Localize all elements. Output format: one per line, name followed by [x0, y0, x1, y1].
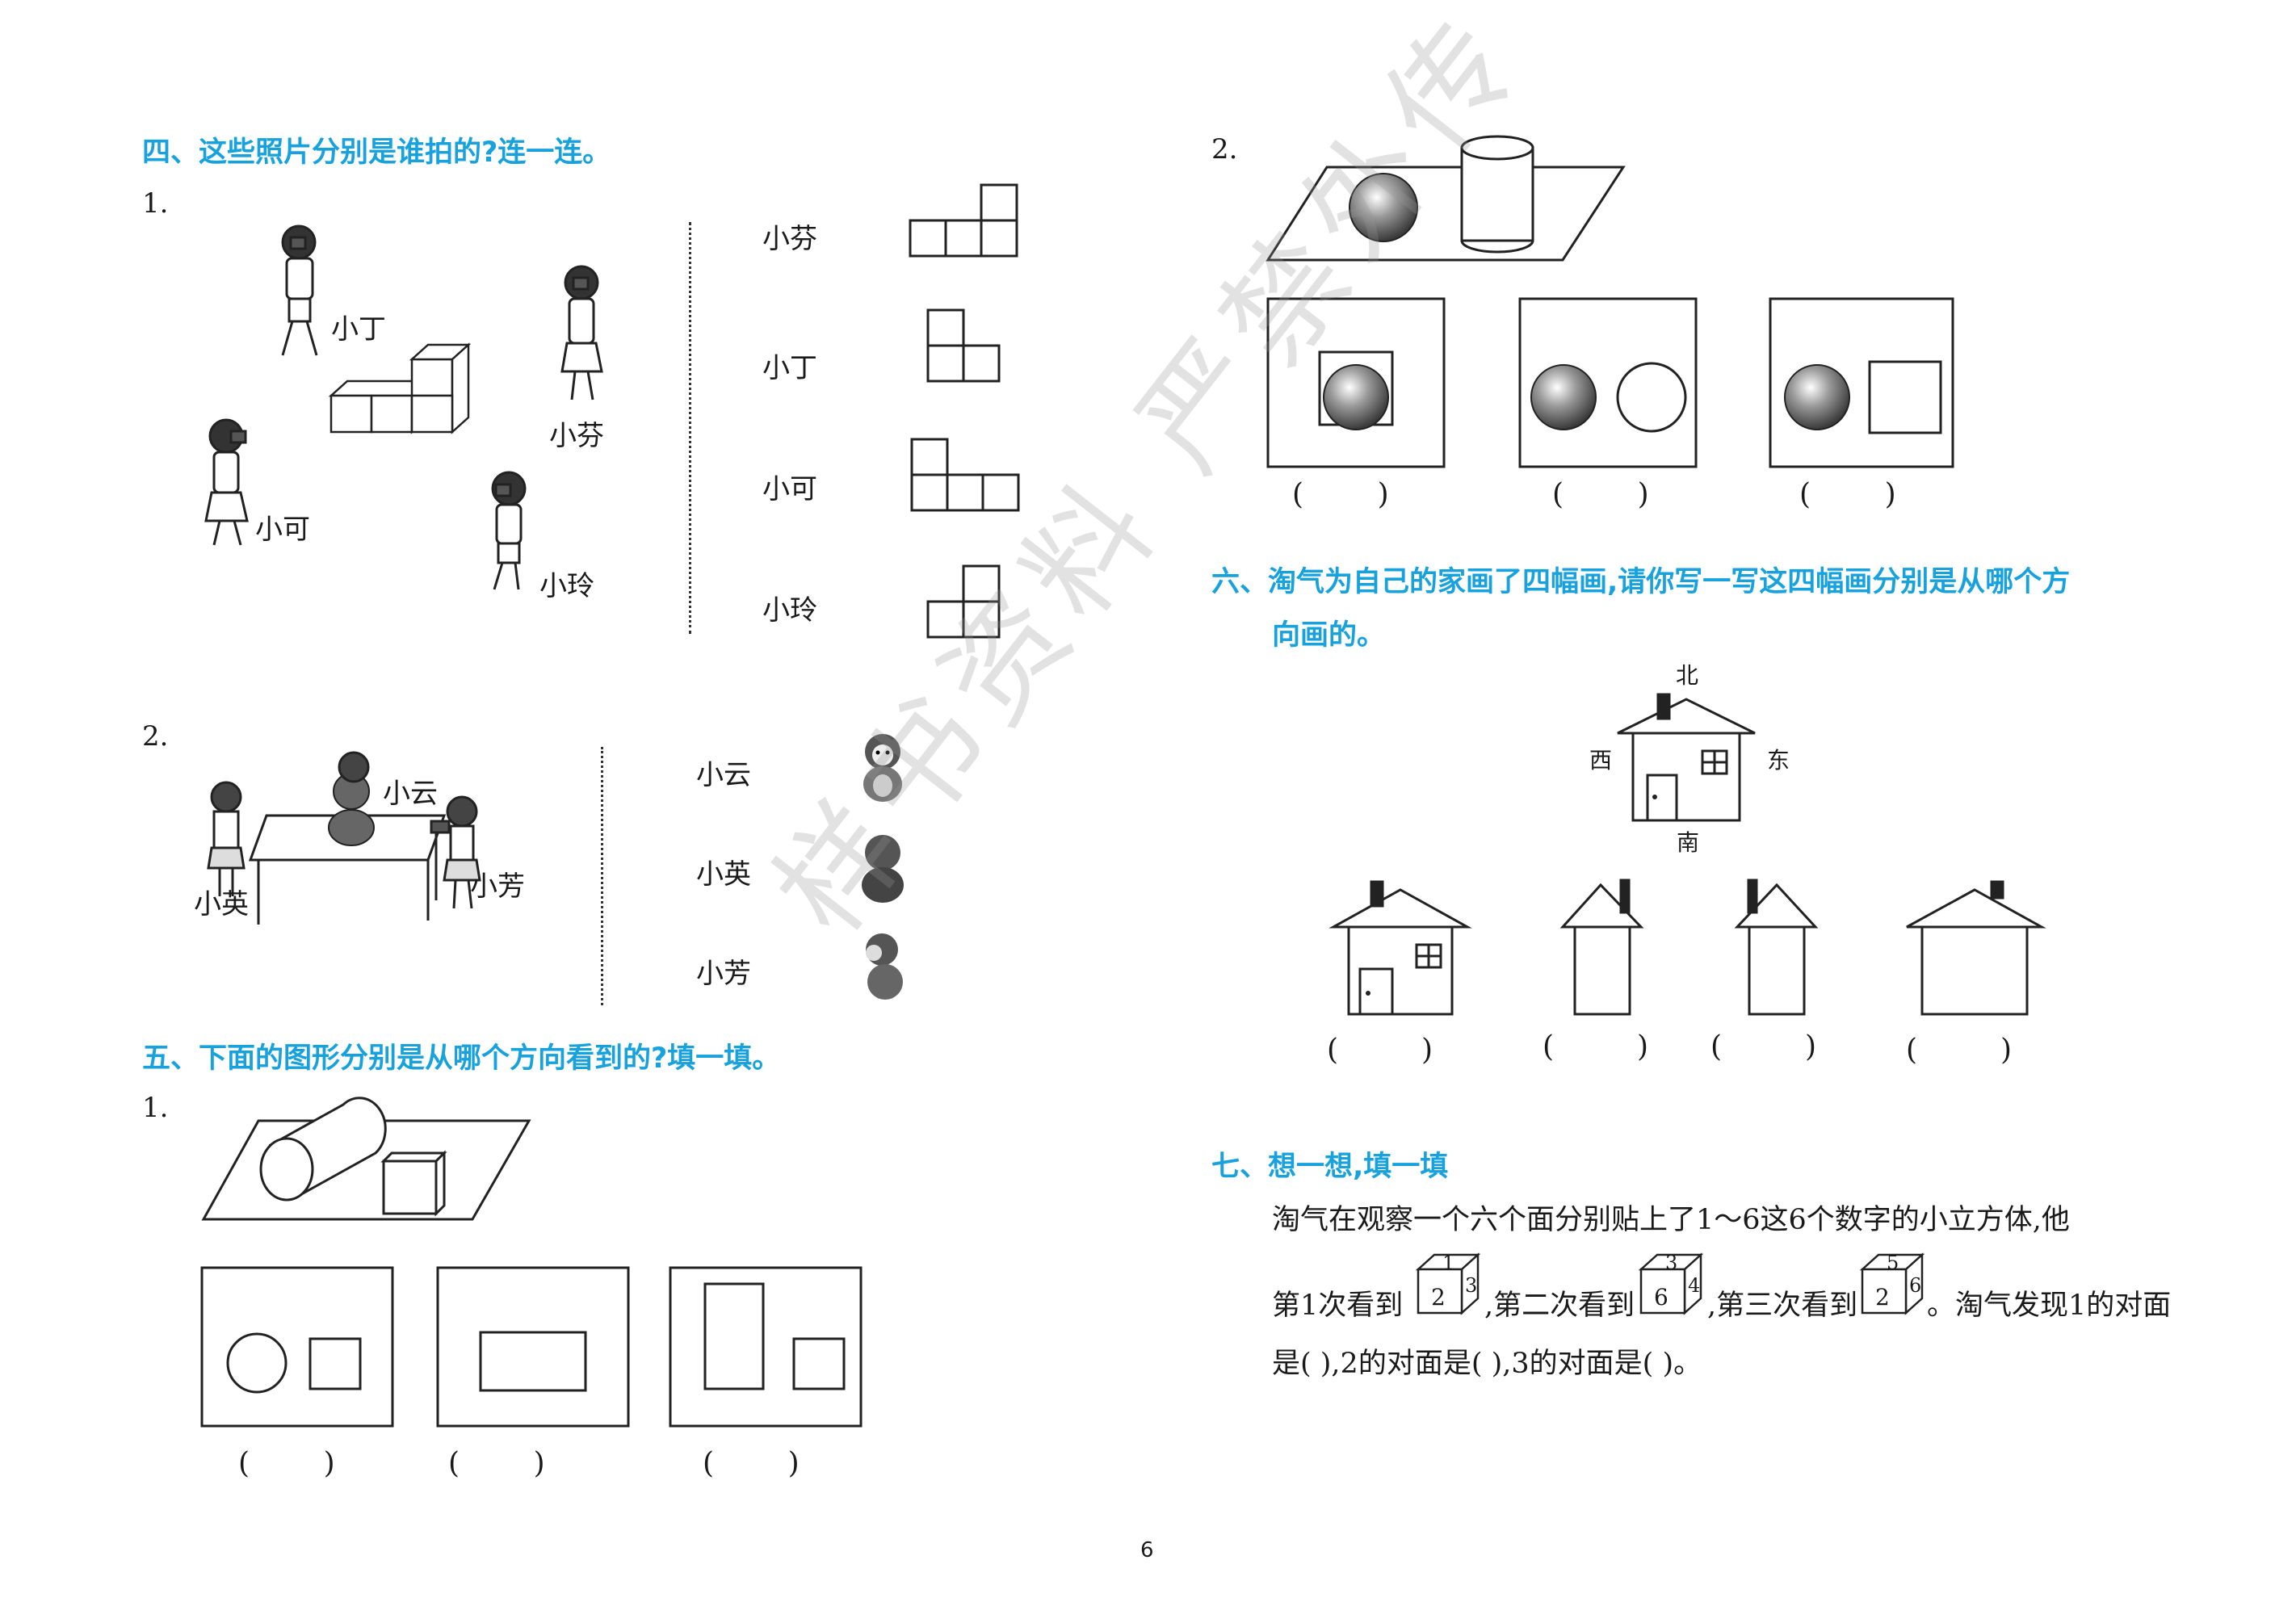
cube-diagram-1 — [1415, 1252, 1481, 1315]
view-shape — [926, 564, 1001, 639]
house-with-compass — [1617, 693, 1756, 822]
cube-face-front: 6 — [1654, 1284, 1668, 1311]
section6-heading-cont: 向画的。 — [1272, 619, 1386, 652]
answer-blank[interactable]: ( ) — [1710, 1030, 1817, 1063]
kids-around-table-illustration — [207, 751, 481, 925]
answer-blank[interactable]: ( ) — [703, 1447, 800, 1480]
kids-photographing-cubes-illustration — [204, 224, 603, 590]
cube-face-top: 3 — [1665, 1252, 1678, 1274]
section7-line2-d: 。淘气发现1的对面 — [1927, 1290, 2172, 1322]
answer-blank[interactable]: ( ) — [448, 1447, 545, 1480]
house-front-view — [1328, 880, 1472, 1016]
q5-2-number: 2. — [1211, 133, 1238, 166]
kid-figure — [560, 265, 603, 401]
view-shape — [926, 308, 1001, 383]
person-label: 小英 — [194, 888, 249, 921]
section6-heading: 六、淘气为自己的家画了四幅画,请你写一写这四幅画分别是从哪个方 — [1211, 566, 2071, 598]
cube-face-side: 3 — [1465, 1274, 1478, 1297]
section7-line2-a: 第1次看到 — [1272, 1290, 1404, 1322]
kid-figure — [281, 224, 318, 356]
answer-blank[interactable]: ( ) — [1906, 1034, 2013, 1067]
house-side-view — [1734, 879, 1819, 1016]
person-label: 小芳 — [470, 870, 525, 903]
house-back-view — [1906, 880, 2046, 1016]
section7-heading: 七、想一想,填一填 — [1211, 1151, 1449, 1183]
answer-blank[interactable]: ( ) — [1292, 478, 1389, 511]
name-option: 小英 — [696, 858, 751, 891]
q4-2-number: 2. — [142, 720, 169, 753]
kid-figure — [207, 751, 481, 909]
cube-face-front: 2 — [1431, 1284, 1446, 1311]
person-label: 小云 — [383, 778, 438, 810]
name-option: 小玲 — [762, 594, 817, 627]
view-box-2 — [436, 1266, 630, 1428]
person-label: 小丁 — [331, 313, 386, 346]
compass-west: 西 — [1589, 747, 1613, 774]
q5-1-number: 1. — [142, 1092, 169, 1124]
person-label: 小玲 — [539, 570, 594, 602]
cube-face-side: 6 — [1909, 1274, 1922, 1297]
kid-figure — [204, 418, 249, 546]
view-box-1 — [200, 1266, 394, 1428]
section5-heading: 五、下面的图形分别是从哪个方向看到的?填一填。 — [142, 1042, 781, 1075]
house-side-view — [1559, 879, 1644, 1016]
person-label: 小可 — [255, 514, 310, 546]
cylinder-and-cube-on-board — [201, 1097, 531, 1221]
view-box-4 — [1266, 297, 1446, 468]
monkey-side-view — [866, 933, 903, 1000]
cube-face-side: 4 — [1688, 1274, 1701, 1297]
answer-blank[interactable]: ( ) — [1799, 478, 1896, 511]
page-number: 6 — [1140, 1538, 1154, 1562]
view-box-3 — [669, 1266, 863, 1428]
section4-heading: 四、这些照片分别是谁拍的?连一连。 — [142, 136, 611, 169]
name-option: 小芳 — [696, 958, 751, 990]
cube-diagram-2 — [1638, 1252, 1704, 1315]
monkey-front-view — [863, 734, 902, 802]
answer-blank[interactable]: ( ) — [238, 1447, 335, 1480]
person-label: 小芬 — [549, 420, 604, 452]
watermark: 样书资料 严禁外传 — [749, 0, 1551, 959]
stacked-cubes — [328, 342, 472, 434]
name-option: 小可 — [762, 473, 817, 505]
q4-1-number: 1. — [142, 187, 169, 220]
monkey-toy-figure — [328, 773, 375, 846]
view-shape — [910, 438, 1020, 512]
name-option: 小丁 — [762, 352, 817, 384]
name-option: 小芬 — [762, 223, 817, 255]
compass-south: 南 — [1677, 829, 1700, 856]
compass-north: 北 — [1676, 662, 1699, 689]
monkey-back-view — [862, 835, 904, 903]
dotted-divider — [601, 747, 603, 1005]
section7-line2-b: ,第二次看到 — [1484, 1290, 1635, 1322]
view-box-6 — [1769, 297, 1954, 468]
kid-figure — [491, 471, 527, 590]
view-shape — [909, 183, 1018, 258]
ball-and-cylinder-on-board — [1266, 135, 1626, 262]
cube-face-top: 5 — [1887, 1252, 1899, 1274]
answer-blank[interactable]: ( ) — [1327, 1034, 1433, 1067]
cube-face-front: 2 — [1875, 1284, 1890, 1311]
view-box-5 — [1518, 297, 1698, 468]
answer-blank[interactable]: ( ) — [1552, 478, 1649, 511]
section7-line3: 是( ),2的对面是( ),3的对面是( )。 — [1272, 1348, 1702, 1380]
name-option: 小云 — [696, 759, 751, 791]
compass-east: 东 — [1767, 747, 1790, 774]
dotted-divider — [689, 222, 691, 634]
section7-line1: 淘气在观察一个六个面分别贴上了1～6这6个数字的小立方体,他 — [1272, 1204, 2070, 1236]
cube-face-top: 1 — [1442, 1252, 1455, 1274]
answer-blank[interactable]: ( ) — [1543, 1030, 1649, 1063]
cube-diagram-3 — [1859, 1252, 1925, 1315]
section7-line2-c: ,第三次看到 — [1707, 1290, 1858, 1322]
